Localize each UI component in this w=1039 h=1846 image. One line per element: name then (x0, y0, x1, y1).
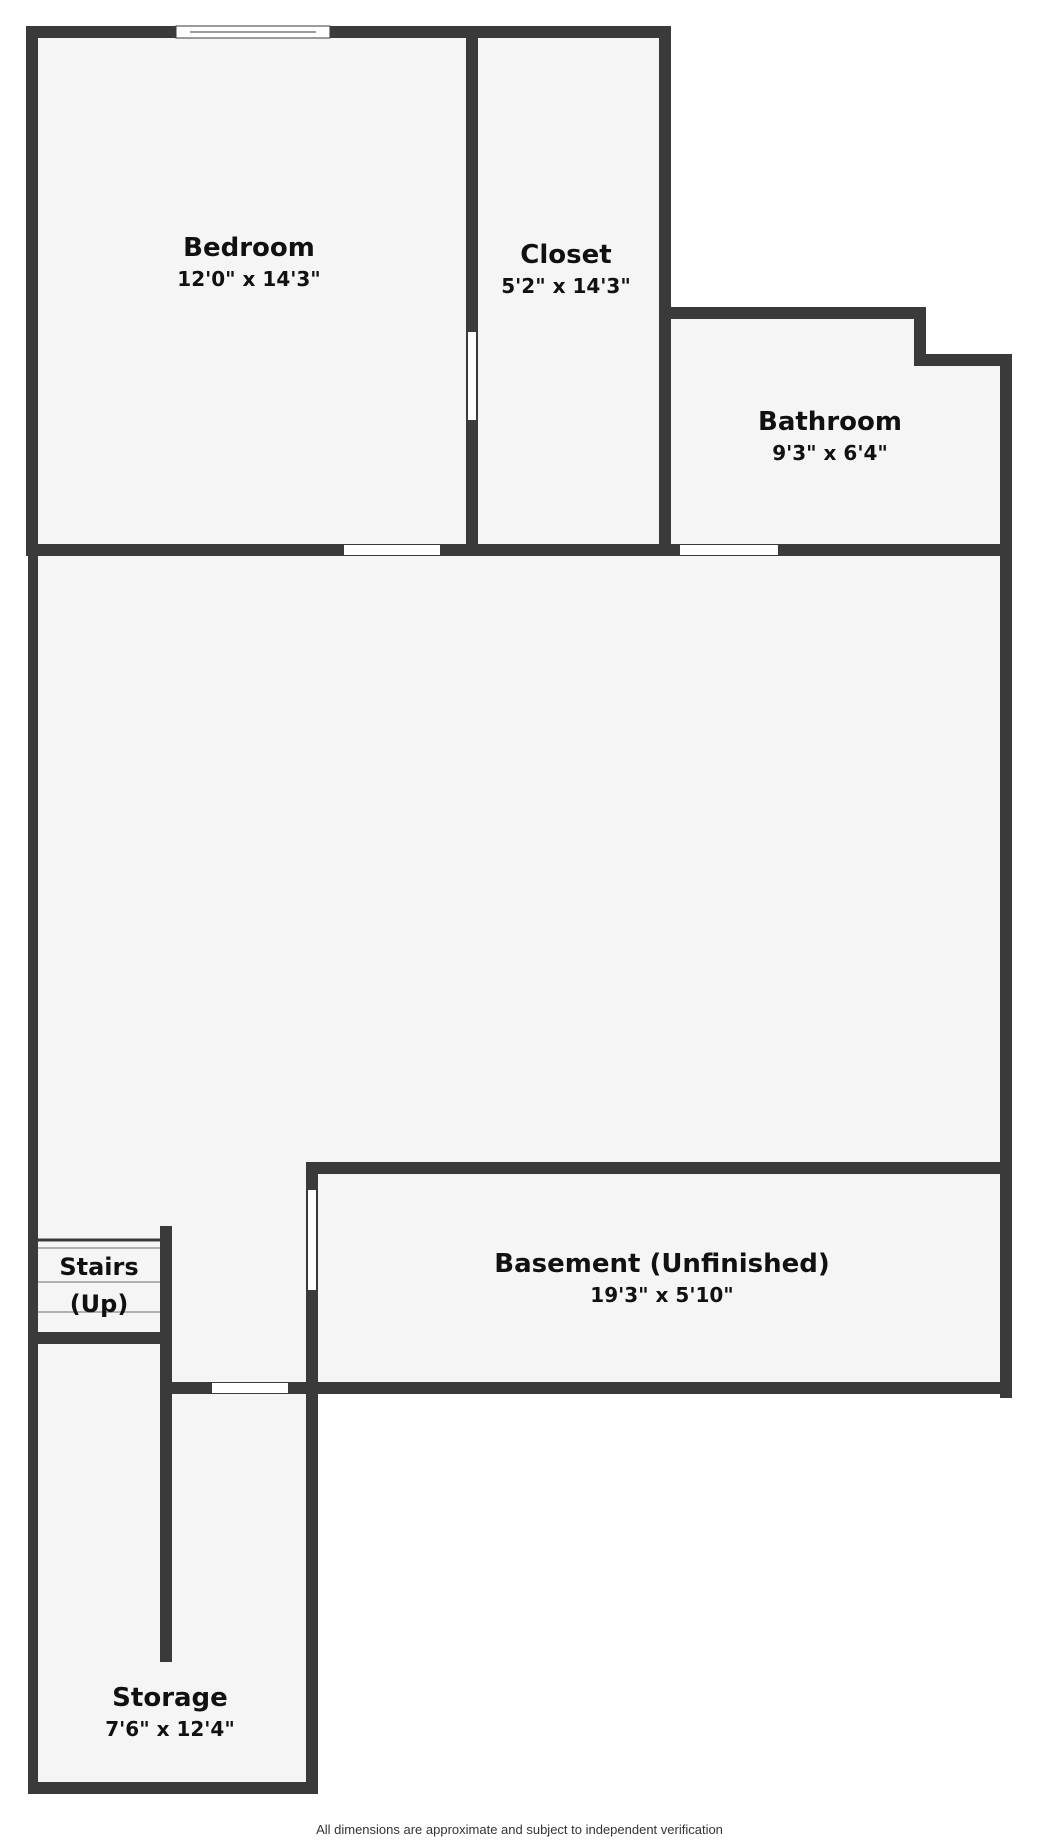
closet-name: Closet (520, 240, 611, 270)
basement-name: Basement (Unfinished) (494, 1249, 830, 1279)
room-labels: Bedroom 12'0" x 14'3" Closet 5'2" x 14'3… (59, 233, 902, 1741)
wall (306, 1162, 318, 1794)
wall (306, 1162, 1012, 1174)
bedroom-dims: 12'0" x 14'3" (177, 267, 320, 291)
walls (26, 26, 1012, 1794)
stairs-name-line2: (Up) (70, 1290, 129, 1318)
door-opening (468, 332, 476, 420)
storage-name: Storage (112, 1683, 228, 1713)
stair-treads (28, 1238, 160, 1313)
bathroom-floor (670, 316, 1000, 546)
wall (28, 550, 38, 1794)
openings (175, 25, 778, 1393)
wall (659, 307, 926, 319)
door-opening (680, 545, 778, 555)
bathroom-name: Bathroom (758, 407, 902, 437)
wall (26, 26, 38, 550)
closet-floor (476, 34, 660, 546)
basement-dims: 19'3" x 5'10" (590, 1283, 733, 1307)
wall (28, 1782, 318, 1794)
bedroom-name: Bedroom (183, 233, 315, 263)
bathroom-dims: 9'3" x 6'4" (772, 441, 888, 465)
stairs-name-line1: Stairs (59, 1253, 138, 1281)
main-area-floor (36, 556, 1000, 1164)
door-opening (212, 1383, 288, 1393)
storage-dims: 7'6" x 12'4" (105, 1717, 235, 1741)
bedroom-floor (34, 34, 470, 546)
wall (914, 307, 926, 365)
basement-floor (318, 1174, 1000, 1382)
disclaimer-text: All dimensions are approximate and subje… (316, 1822, 723, 1837)
wall (659, 26, 671, 550)
wall (28, 1332, 172, 1344)
door-opening (308, 1190, 316, 1290)
wall (160, 1226, 172, 1394)
door-opening (344, 545, 440, 555)
wall (914, 354, 1012, 366)
wall (160, 1382, 172, 1662)
wall (26, 26, 670, 38)
wall (466, 34, 478, 550)
wall (160, 1382, 1012, 1394)
closet-dims: 5'2" x 14'3" (501, 274, 631, 298)
wall (26, 544, 1012, 556)
wall (1000, 354, 1012, 1398)
